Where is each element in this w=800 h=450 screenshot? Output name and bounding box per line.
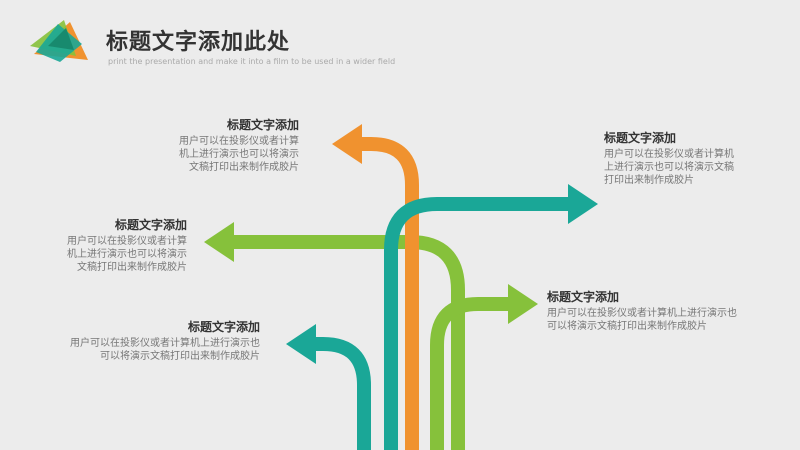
block-title: 标题文字添加 (187, 320, 260, 334)
block-line: 用户可以在投影仪或者计算 (179, 136, 299, 147)
text-block-top-right: 标题文字添加 用户可以在投影仪或者计算机 上进行演示也可以将演示文稿 打印出来制… (604, 130, 734, 187)
block-line: 用户可以在投影仪或者计算 (67, 236, 187, 247)
block-title: 标题文字添加 (547, 290, 620, 304)
page-title: 标题文字添加此处 (106, 30, 291, 55)
arrow-head-orange-top (332, 124, 362, 164)
text-block-top-left: 标题文字添加 用户可以在投影仪或者计算 机上进行演示也可以将演示 文稿打印出来制… (179, 117, 299, 174)
text-block-middle-left: 标题文字添加 用户可以在投影仪或者计算 机上进行演示也可以将演示 文稿打印出来制… (67, 217, 187, 274)
block-title: 标题文字添加 (114, 218, 187, 232)
text-block-middle-right: 标题文字添加 用户可以在投影仪或者计算机上进行演示也 可以将演示文稿打印出来制作… (547, 289, 737, 333)
block-line: 文稿打印出来制作成胶片 (189, 162, 299, 173)
arrow-path-teal-bottom (316, 337, 371, 450)
arrow-head-teal-right (568, 184, 598, 224)
block-body: 用户可以在投影仪或者计算机上进行演示也 可以将演示文稿打印出来制作成胶片 (547, 307, 737, 333)
block-line: 可以将演示文稿打印出来制作成胶片 (100, 351, 260, 362)
block-line: 用户可以在投影仪或者计算机上进行演示也 (70, 338, 260, 349)
block-body: 用户可以在投影仪或者计算机 上进行演示也可以将演示文稿 打印出来制作成胶片 (604, 148, 734, 187)
arrow-path-green-right (430, 297, 508, 450)
block-line: 用户可以在投影仪或者计算机 (604, 149, 734, 160)
logo-icon (30, 20, 88, 62)
arrow-head-teal-bottom (286, 324, 316, 364)
text-block-bottom-left: 标题文字添加 用户可以在投影仪或者计算机上进行演示也 可以将演示文稿打印出来制作… (70, 319, 260, 363)
block-line: 用户可以在投影仪或者计算机上进行演示也 (547, 308, 737, 319)
block-body: 用户可以在投影仪或者计算机上进行演示也 可以将演示文稿打印出来制作成胶片 (70, 337, 260, 363)
block-body: 用户可以在投影仪或者计算 机上进行演示也可以将演示 文稿打印出来制作成胶片 (179, 135, 299, 174)
block-title: 标题文字添加 (226, 118, 299, 132)
block-body: 用户可以在投影仪或者计算 机上进行演示也可以将演示 文稿打印出来制作成胶片 (67, 235, 187, 274)
arrow-path-orange-top (362, 137, 419, 450)
block-line: 打印出来制作成胶片 (604, 175, 694, 186)
block-line: 机上进行演示也可以将演示 (67, 249, 187, 260)
block-line: 上进行演示也可以将演示文稿 (604, 162, 734, 173)
block-line: 可以将演示文稿打印出来制作成胶片 (547, 321, 707, 332)
page-subtitle: print the presentation and make it into … (108, 57, 396, 66)
block-title: 标题文字添加 (604, 131, 677, 145)
arrow-head-green-right (508, 284, 538, 324)
block-line: 机上进行演示也可以将演示 (179, 149, 299, 160)
arrow-path-teal-right (384, 197, 568, 450)
block-line: 文稿打印出来制作成胶片 (77, 262, 187, 273)
arrow-head-green-left (204, 222, 234, 262)
